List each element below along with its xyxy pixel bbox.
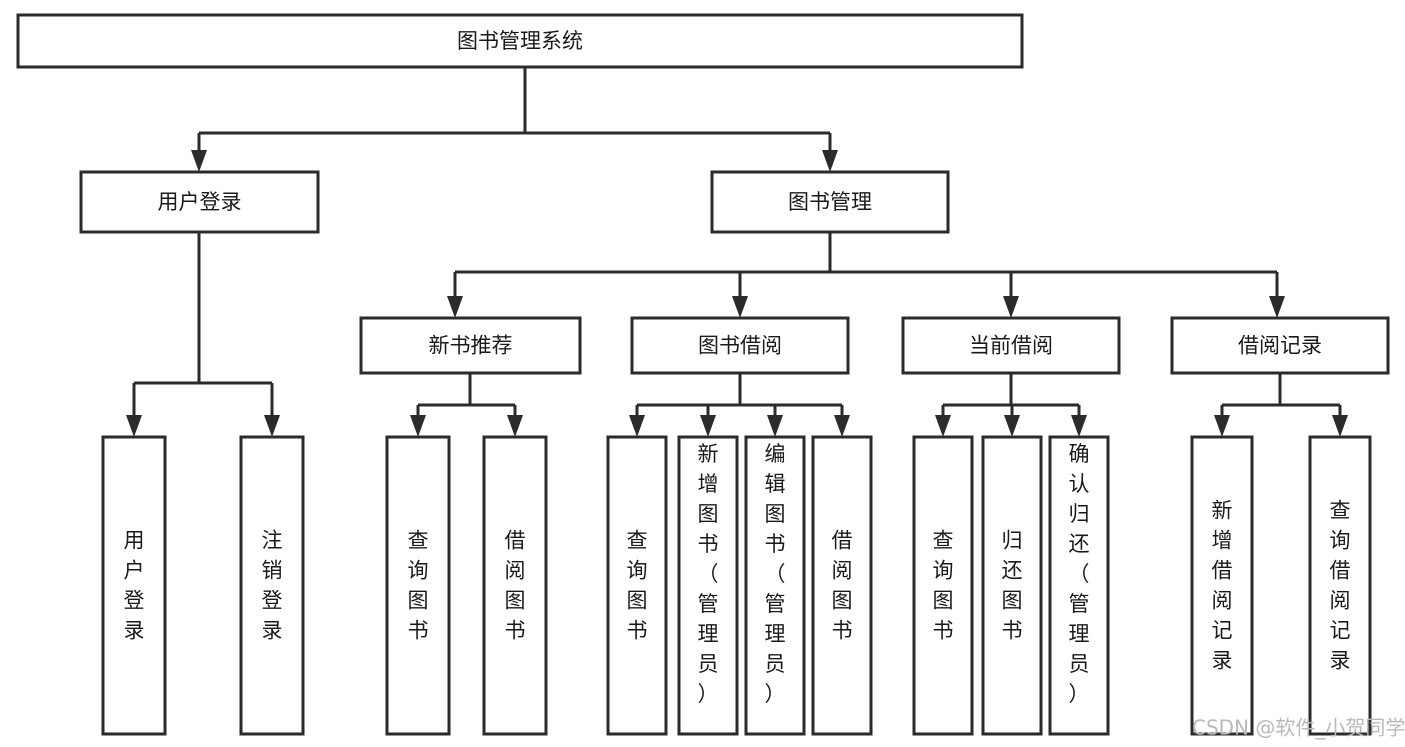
node-book-management[interactable]: 图书管理 bbox=[710, 170, 950, 234]
node-leaf-confirm-return-admin[interactable]: 确认归还（管理员） bbox=[1048, 435, 1110, 736]
node-rect[interactable] bbox=[912, 435, 974, 736]
node-label: 用户登录 bbox=[124, 529, 145, 643]
node-rect[interactable] bbox=[1048, 435, 1110, 736]
connector-group-level2-to-level3 bbox=[453, 232, 1279, 298]
connector-group-current-to-leaves bbox=[941, 373, 1081, 417]
arrow-head-icon bbox=[1071, 415, 1087, 437]
node-rect[interactable] bbox=[630, 316, 850, 375]
node-label: 当前借阅 bbox=[969, 334, 1053, 358]
arrow-head-icon bbox=[264, 415, 280, 437]
arrow-head-icon bbox=[507, 415, 523, 437]
node-user-login[interactable]: 用户登录 bbox=[79, 170, 320, 234]
arrow-head-icon bbox=[1332, 415, 1348, 437]
arrow-head-icon bbox=[410, 415, 426, 437]
arrow-head-icon bbox=[1269, 296, 1285, 318]
arrow-head-icon bbox=[191, 150, 207, 172]
node-label: 借阅记录 bbox=[1238, 334, 1322, 358]
node-book-borrow[interactable]: 图书借阅 bbox=[630, 316, 850, 375]
connector-group-recommend-to-leaves bbox=[416, 373, 517, 417]
node-label: 新增图书（管理员） bbox=[698, 442, 719, 706]
node-rect[interactable] bbox=[385, 435, 451, 736]
node-leaf-query-book-1[interactable]: 查询图书 bbox=[385, 435, 451, 736]
node-leaf-edit-book-admin[interactable]: 编辑图书（管理员） bbox=[744, 435, 806, 736]
node-borrow-record[interactable]: 借阅记录 bbox=[1170, 316, 1390, 375]
arrow-head-icon bbox=[629, 415, 645, 437]
arrow-head-icon bbox=[822, 150, 838, 172]
arrow-head-icon bbox=[935, 415, 951, 437]
node-label: 归还图书 bbox=[1002, 529, 1023, 643]
node-label: 新增借阅记录 bbox=[1212, 499, 1233, 673]
node-rect[interactable] bbox=[482, 435, 548, 736]
node-label: 新书推荐 bbox=[429, 334, 513, 358]
arrow-head-icon bbox=[834, 415, 850, 437]
node-leaf-query-book-2[interactable]: 查询图书 bbox=[606, 435, 668, 736]
node-rect[interactable] bbox=[101, 435, 167, 736]
node-rect[interactable] bbox=[744, 435, 806, 736]
node-rect[interactable] bbox=[710, 170, 950, 234]
node-rect[interactable] bbox=[359, 316, 582, 375]
node-leaf-user-login[interactable]: 用户登录 bbox=[101, 435, 167, 736]
node-label: 查询图书 bbox=[627, 529, 648, 643]
node-leaf-borrow-book-1[interactable]: 借阅图书 bbox=[482, 435, 548, 736]
node-rect[interactable] bbox=[16, 13, 1024, 69]
node-rect[interactable] bbox=[981, 435, 1043, 736]
node-label: 借阅图书 bbox=[832, 529, 853, 643]
node-rect[interactable] bbox=[1190, 435, 1254, 736]
node-rect[interactable] bbox=[606, 435, 668, 736]
node-layer: 图书管理系统用户登录图书管理新书推荐图书借阅当前借阅借阅记录用户登录注销登录查询… bbox=[16, 13, 1390, 736]
csdn-watermark: CSDN @软件_小贺同学 bbox=[1192, 716, 1405, 740]
node-label: 编辑图书（管理员） bbox=[765, 442, 786, 706]
node-label: 查询借阅记录 bbox=[1330, 499, 1351, 673]
node-root[interactable]: 图书管理系统 bbox=[16, 13, 1024, 69]
arrow-head-icon bbox=[126, 415, 142, 437]
arrow-head-icon bbox=[447, 296, 463, 318]
arrow-head-icon bbox=[1214, 415, 1230, 437]
arrow-head-icon bbox=[1003, 296, 1019, 318]
connector-group-borrow-to-leaves bbox=[635, 373, 844, 417]
node-label: 图书借阅 bbox=[698, 334, 782, 358]
node-leaf-add-book-admin[interactable]: 新增图书（管理员） bbox=[677, 435, 739, 736]
arrow-head-icon bbox=[767, 415, 783, 437]
connector-group-root-to-level2 bbox=[197, 67, 832, 152]
node-label: 图书管理系统 bbox=[457, 29, 583, 53]
connector-group-user-login-to-leaves bbox=[132, 232, 274, 417]
node-label: 确认归还（管理员） bbox=[1069, 442, 1090, 706]
node-leaf-add-borrow-record[interactable]: 新增借阅记录 bbox=[1190, 435, 1254, 736]
node-leaf-return-book[interactable]: 归还图书 bbox=[981, 435, 1043, 736]
node-leaf-user-logout[interactable]: 注销登录 bbox=[239, 435, 305, 736]
node-label: 查询图书 bbox=[933, 529, 954, 643]
arrow-head-icon bbox=[732, 296, 748, 318]
node-rect[interactable] bbox=[79, 170, 320, 234]
node-label: 查询图书 bbox=[408, 529, 429, 643]
node-rect[interactable] bbox=[1308, 435, 1372, 736]
node-leaf-borrow-book-2[interactable]: 借阅图书 bbox=[811, 435, 873, 736]
arrow-head-icon bbox=[700, 415, 716, 437]
node-label: 图书管理 bbox=[788, 190, 872, 214]
node-label: 注销登录 bbox=[262, 529, 283, 643]
connector-group-record-to-leaves bbox=[1220, 373, 1342, 417]
node-leaf-query-borrow-record[interactable]: 查询借阅记录 bbox=[1308, 435, 1372, 736]
node-current-borrow[interactable]: 当前借阅 bbox=[901, 316, 1121, 375]
arrow-head-icon bbox=[1004, 415, 1020, 437]
node-new-book-recommend[interactable]: 新书推荐 bbox=[359, 316, 582, 375]
node-rect[interactable] bbox=[901, 316, 1121, 375]
node-label: 借阅图书 bbox=[505, 529, 526, 643]
node-rect[interactable] bbox=[1170, 316, 1390, 375]
connector-layer bbox=[126, 67, 1348, 437]
node-rect[interactable] bbox=[239, 435, 305, 736]
node-label: 用户登录 bbox=[158, 190, 242, 214]
node-leaf-query-book-3[interactable]: 查询图书 bbox=[912, 435, 974, 736]
node-rect[interactable] bbox=[811, 435, 873, 736]
node-rect[interactable] bbox=[677, 435, 739, 736]
